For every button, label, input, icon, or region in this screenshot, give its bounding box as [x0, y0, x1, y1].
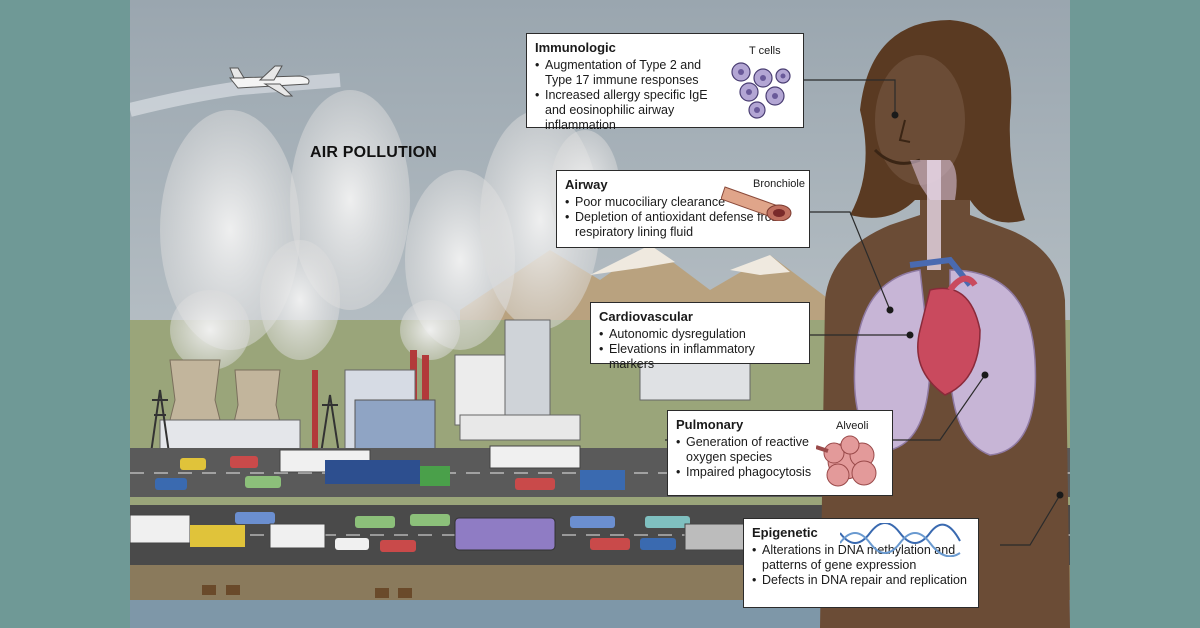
epigenetic-heading: Epigenetic: [752, 525, 818, 540]
t-cells-label: T cells: [749, 45, 781, 57]
t-cells-icon: [731, 62, 791, 119]
alveoli-label: Alveoli: [836, 420, 869, 432]
pulmonary-bullet-1: Generation of reactive oxygen species: [676, 435, 816, 465]
immunologic-bullet-2: Increased allergy specific IgE and eosin…: [535, 88, 725, 133]
alveoli-icon: [816, 435, 877, 487]
drain-pipes: [202, 585, 412, 598]
heart: [917, 287, 981, 396]
immunologic-bullet-1: Augmentation of Type 2 and Type 17 immun…: [535, 58, 725, 88]
smoke-clouds: [160, 90, 620, 370]
illustration-title: AIR POLLUTION: [310, 144, 438, 161]
trachea: [927, 160, 941, 270]
immunologic-heading: Immunologic: [535, 40, 616, 55]
airway-bullet-2: Depletion of antioxidant defense from re…: [565, 210, 805, 240]
pulmonary-bullet-2: Impaired phagocytosis: [676, 465, 816, 480]
epigenetic-box: Epigenetic Alterations in DNA methylatio…: [743, 518, 979, 608]
cardiovascular-bullet-2: Elevations in inflammatory markers: [599, 342, 801, 372]
face: [875, 55, 965, 185]
cardiovascular-bullet-1: Autonomic dysregulation: [599, 327, 801, 342]
airway-box: Airway Poor mucociliary clearance Deplet…: [556, 170, 810, 248]
pulmonary-box: Pulmonary Generation of reactive oxygen …: [667, 410, 893, 496]
dna-helix-icon: [840, 523, 961, 557]
bronchiole-label: Bronchiole: [753, 178, 805, 190]
power-pylons: [149, 389, 341, 461]
cardiovascular-box: Cardiovascular Autonomic dysregulation E…: [590, 302, 810, 371]
airplane-icon: [228, 65, 310, 97]
bronchiole-icon: [721, 186, 792, 221]
pulmonary-heading: Pulmonary: [676, 417, 744, 432]
vehicles: [130, 445, 746, 552]
airway-heading: Airway: [565, 177, 608, 192]
cardiovascular-heading: Cardiovascular: [599, 309, 693, 324]
airway-bullet-1: Poor mucociliary clearance: [565, 195, 805, 210]
immunologic-box: Immunologic Augmentation of Type 2 and T…: [526, 33, 804, 132]
epigenetic-bullet-2: Defects in DNA repair and replication: [752, 573, 970, 588]
epigenetic-bullet-1: Alterations in DNA methylation and patte…: [752, 543, 970, 573]
